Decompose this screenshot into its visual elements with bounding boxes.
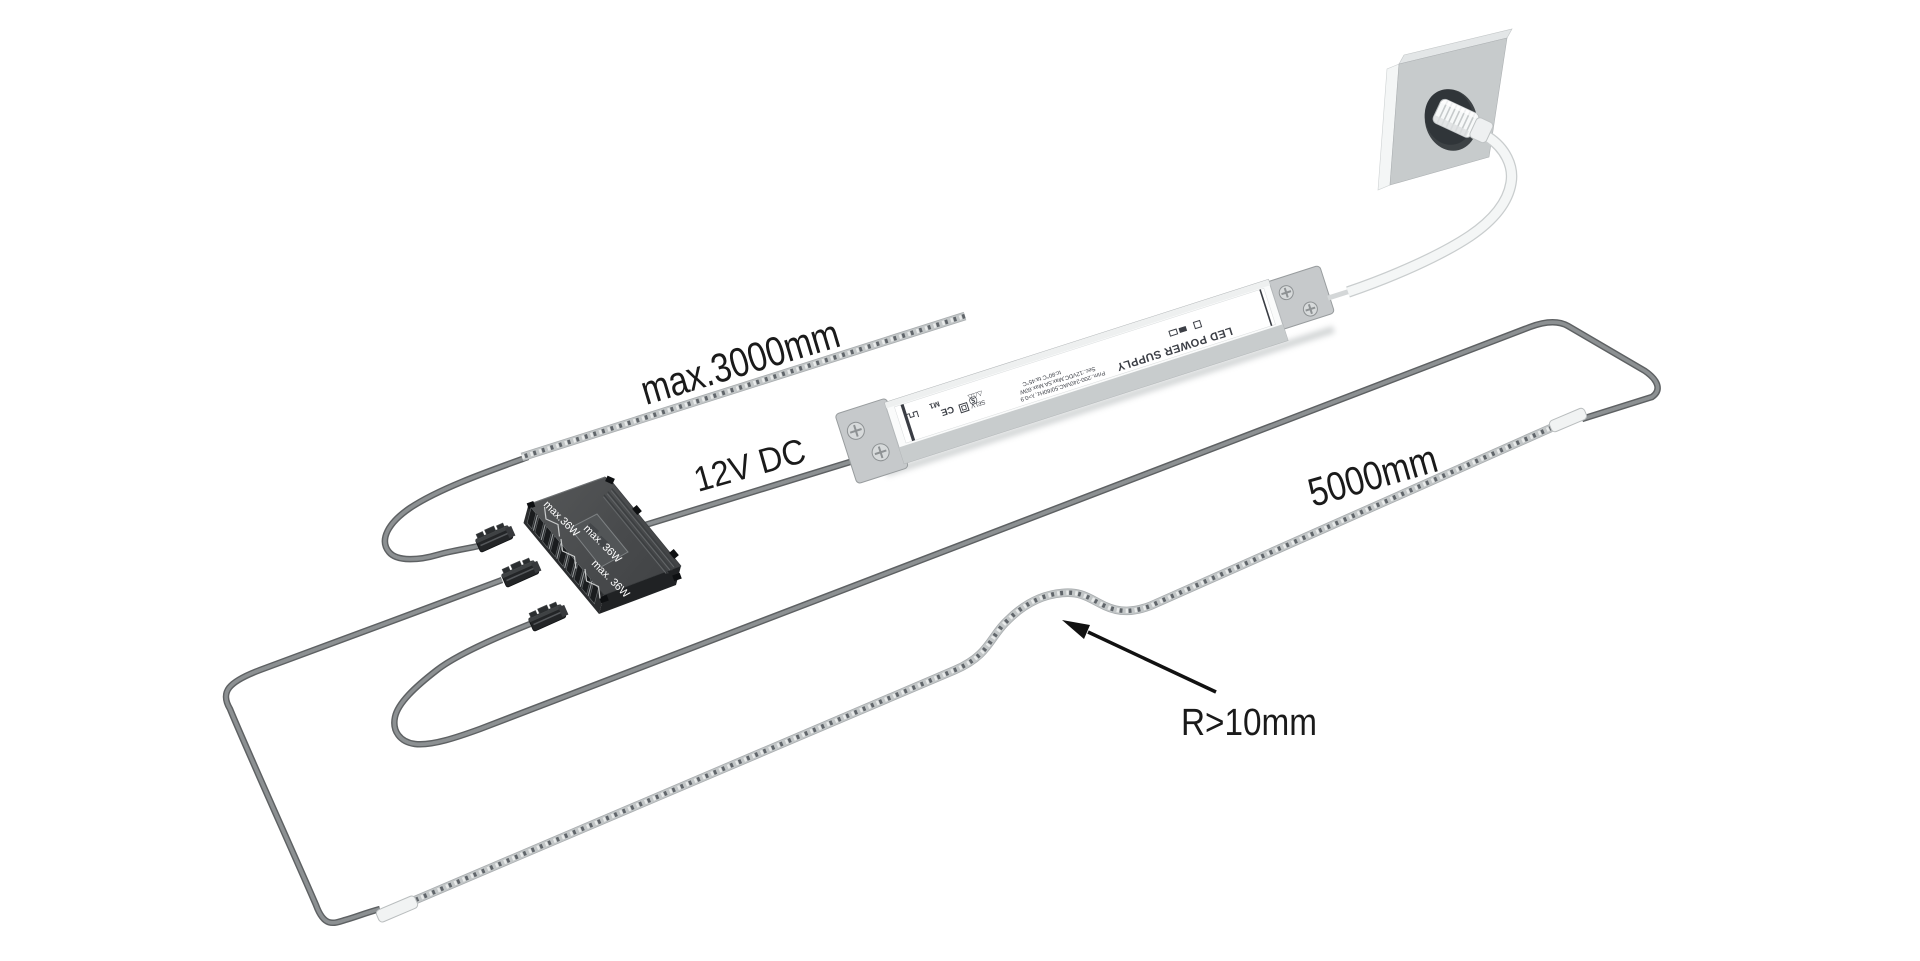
svg-text:CE: CE xyxy=(939,403,955,418)
svg-text:R>10mm: R>10mm xyxy=(1181,702,1317,744)
svg-text:max.3000mm: max.3000mm xyxy=(635,310,845,413)
svg-text:M1: M1 xyxy=(928,399,941,411)
svg-text:Ⓢ: Ⓢ xyxy=(968,395,978,406)
svg-text:△△△: △△△ xyxy=(967,390,983,401)
svg-text:SELV: SELV xyxy=(970,398,986,409)
